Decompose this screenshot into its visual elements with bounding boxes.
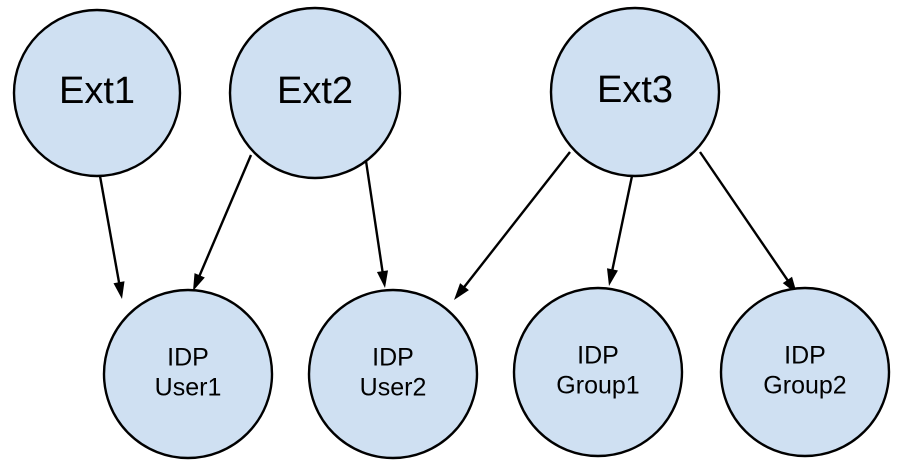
edge-ext1-to-idp_user1 — [98, 175, 125, 299]
node-circle[interactable] — [512, 286, 684, 458]
arrowhead-icon — [193, 273, 205, 291]
edge-ext2-to-idp_user1 — [193, 154, 253, 291]
node-label: Group2 — [763, 372, 846, 400]
edge-line — [197, 154, 253, 279]
node-circle[interactable] — [102, 288, 274, 460]
node-label: IDP — [167, 344, 209, 372]
edge-line — [699, 151, 791, 284]
node-label: IDP — [577, 342, 619, 370]
arrowhead-icon — [454, 283, 469, 300]
node-label: User2 — [360, 374, 427, 402]
node-label: Group1 — [556, 372, 639, 400]
edge-line — [461, 151, 571, 290]
node-label: Ext1 — [59, 70, 135, 112]
node-ext3[interactable]: Ext3 — [549, 6, 721, 178]
node-label: User1 — [155, 374, 222, 402]
node-circle[interactable] — [307, 288, 479, 460]
edges-layer — [98, 151, 797, 300]
edge-line — [98, 175, 121, 286]
node-circle[interactable] — [228, 6, 402, 180]
edge-ext3-to-idp_group2 — [699, 151, 797, 294]
node-circle[interactable] — [719, 286, 891, 458]
node-circle[interactable] — [12, 8, 182, 178]
arrowhead-icon — [376, 270, 389, 288]
node-ext1[interactable]: Ext1 — [12, 8, 182, 178]
edge-ext2-to-idp_user2 — [364, 160, 389, 288]
node-label: Ext2 — [277, 70, 353, 112]
edge-line — [364, 160, 385, 275]
node-ext2[interactable]: Ext2 — [228, 6, 402, 180]
edge-ext3-to-idp_user2 — [454, 151, 571, 300]
edge-line — [610, 175, 634, 273]
arrowhead-icon — [113, 281, 125, 299]
edge-ext3-to-idp_group1 — [606, 175, 634, 286]
arrowhead-icon — [606, 268, 618, 286]
node-label: IDP — [784, 342, 826, 370]
node-label: IDP — [372, 344, 414, 372]
node-circle[interactable] — [549, 6, 721, 178]
node-label: Ext3 — [597, 69, 673, 111]
